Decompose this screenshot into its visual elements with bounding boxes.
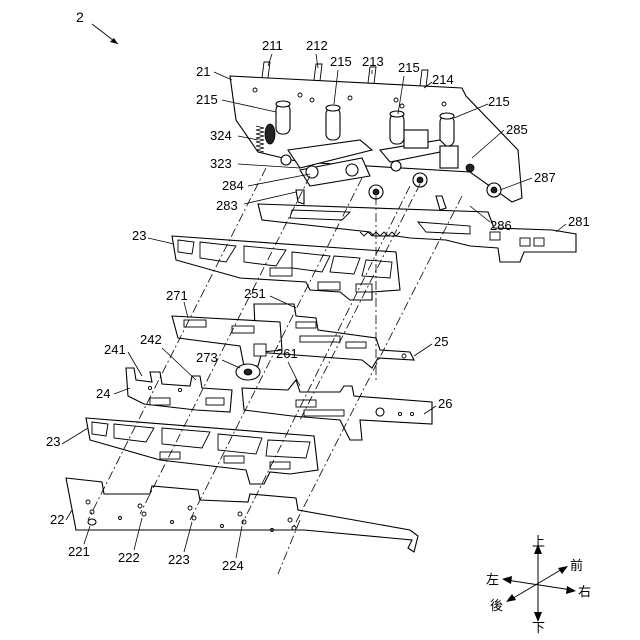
label-223: 223 [168, 552, 190, 567]
label-212: 212 [306, 38, 328, 53]
label-22: 22 [50, 512, 64, 527]
label-286: 286 [490, 218, 512, 233]
label-281: 281 [568, 214, 590, 229]
label-224: 224 [222, 558, 244, 573]
bottom-plate-22: 22 221 222 223 224 [50, 478, 418, 573]
direction-compass: 上 下 左 右 前 後 [486, 534, 591, 635]
compass-left: 左 [486, 572, 499, 587]
label-25: 25 [434, 334, 448, 349]
label-251: 251 [244, 286, 266, 301]
label-323: 323 [210, 156, 232, 171]
label-271: 271 [166, 288, 188, 303]
compass-right: 右 [578, 584, 591, 599]
label-242: 242 [140, 332, 162, 347]
top-plate-21 [230, 62, 522, 210]
label-287: 287 [534, 170, 556, 185]
label-214: 214 [432, 72, 454, 87]
compass-back: 後 [490, 598, 503, 613]
label-215-b: 215 [330, 54, 352, 69]
label-284: 284 [222, 178, 244, 193]
label-23-lower: 23 [46, 434, 60, 449]
label-285: 285 [506, 122, 528, 137]
label-324: 324 [210, 128, 232, 143]
label-222: 222 [118, 550, 140, 565]
label-26: 26 [438, 396, 452, 411]
compass-down: 下 [532, 620, 545, 635]
label-211: 211 [262, 38, 283, 53]
plate-26: 261 26 [242, 346, 452, 440]
label-215-a: 215 [196, 92, 218, 107]
label-215-c: 215 [398, 60, 420, 75]
label-21: 21 [196, 64, 210, 79]
compass-front: 前 [570, 558, 583, 573]
label-23-upper: 23 [132, 228, 146, 243]
compass-up: 上 [532, 534, 545, 549]
label-241: 241 [104, 342, 126, 357]
label-273: 273 [196, 350, 218, 365]
plate-23-lower: 23 [46, 418, 318, 484]
label-213: 213 [362, 54, 384, 69]
label-24: 24 [96, 386, 110, 401]
assembly-reference: 2 [76, 9, 118, 44]
plate-24: 241 242 24 [96, 332, 232, 412]
assembly-number: 2 [76, 9, 84, 25]
label-283: 283 [216, 198, 238, 213]
label-221: 221 [68, 544, 90, 559]
label-261: 261 [276, 346, 298, 361]
label-215-d: 215 [488, 94, 510, 109]
